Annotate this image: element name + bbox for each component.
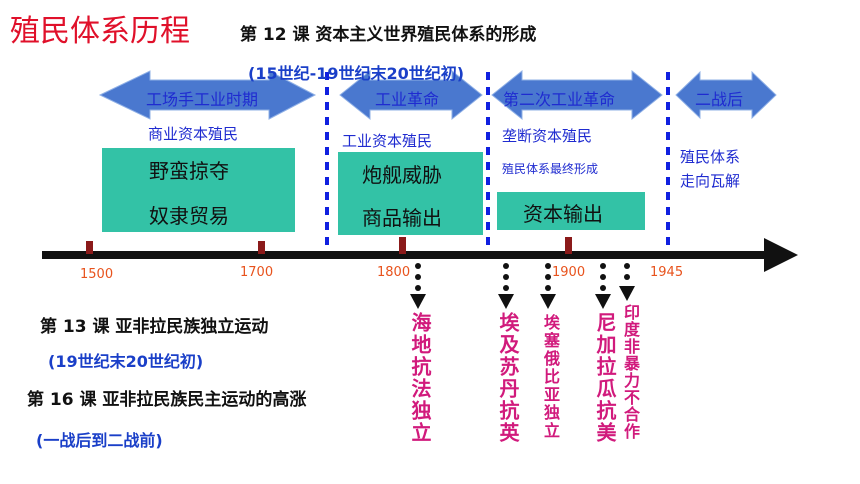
system-collapse-note-line1: 殖民体系 — [680, 148, 741, 166]
year-1500: 1500 — [80, 267, 114, 282]
method-plunder: 野蛮掠夺 — [149, 159, 229, 183]
capital-type-3: 垄断资本殖民 — [502, 127, 593, 145]
event-nicaragua: 尼加拉瓜抗美 — [593, 312, 617, 444]
stage-arrow-4 — [675, 70, 777, 120]
stage-label-3: 第二次工业革命 — [503, 90, 616, 109]
method-capital-export: 资本输出 — [523, 202, 603, 226]
lesson13-period: (19世纪末20世纪初) — [48, 352, 204, 371]
event-ethiopia: 埃塞俄比亚独立 — [541, 314, 560, 440]
stage-arrow-1 — [98, 70, 317, 120]
tick-1800 — [399, 237, 406, 254]
method-goods-export: 商品输出 — [362, 206, 442, 230]
lesson12-heading: 第 12 课 资本主义世界殖民体系的形成 — [240, 25, 537, 45]
system-collapse-note-line2: 走向瓦解 — [680, 172, 741, 190]
stage-label-1: 工场手工业时期 — [146, 90, 259, 109]
tick-1700 — [258, 241, 265, 254]
page-title: 殖民体系历程 — [10, 14, 190, 49]
lesson16-period: (一战后到二战前) — [36, 431, 163, 450]
event-india: 印度非暴力不合作 — [621, 304, 640, 440]
stage-arrow-2 — [339, 69, 483, 121]
capital-type-1: 商业资本殖民 — [148, 125, 239, 143]
stage-label-2: 工业革命 — [375, 90, 440, 109]
lesson16-heading: 第 16 课 亚非拉民族民主运动的高涨 — [27, 390, 307, 410]
method-gunboat: 炮舰威胁 — [362, 163, 442, 187]
tick-1900 — [565, 237, 572, 254]
stage-arrow-3 — [491, 69, 663, 121]
methods-box-3 — [497, 192, 645, 230]
timeline-arrowhead — [764, 238, 798, 272]
methods-box-1 — [102, 148, 295, 232]
year-1700: 1700 — [240, 265, 274, 280]
event-egypt-sudan: 埃及苏丹抗英 — [496, 312, 520, 444]
stage-label-4: 二战后 — [695, 90, 744, 109]
year-1945: 1945 — [650, 265, 684, 280]
methods-box-2 — [338, 152, 483, 235]
tick-1500 — [86, 241, 93, 254]
year-1800: 1800 — [377, 265, 411, 280]
lesson12-period: (15世纪-19世纪末20世纪初) — [248, 64, 465, 83]
year-1900: 1900 — [552, 265, 586, 280]
method-slave-trade: 奴隶贸易 — [149, 204, 229, 228]
lesson13-heading: 第 13 课 亚非拉民族独立运动 — [40, 317, 269, 337]
capital-type-2: 工业资本殖民 — [342, 132, 433, 150]
event-haiti: 海地抗法独立 — [408, 312, 432, 444]
system-formed-note: 殖民体系最终形成 — [502, 162, 599, 176]
